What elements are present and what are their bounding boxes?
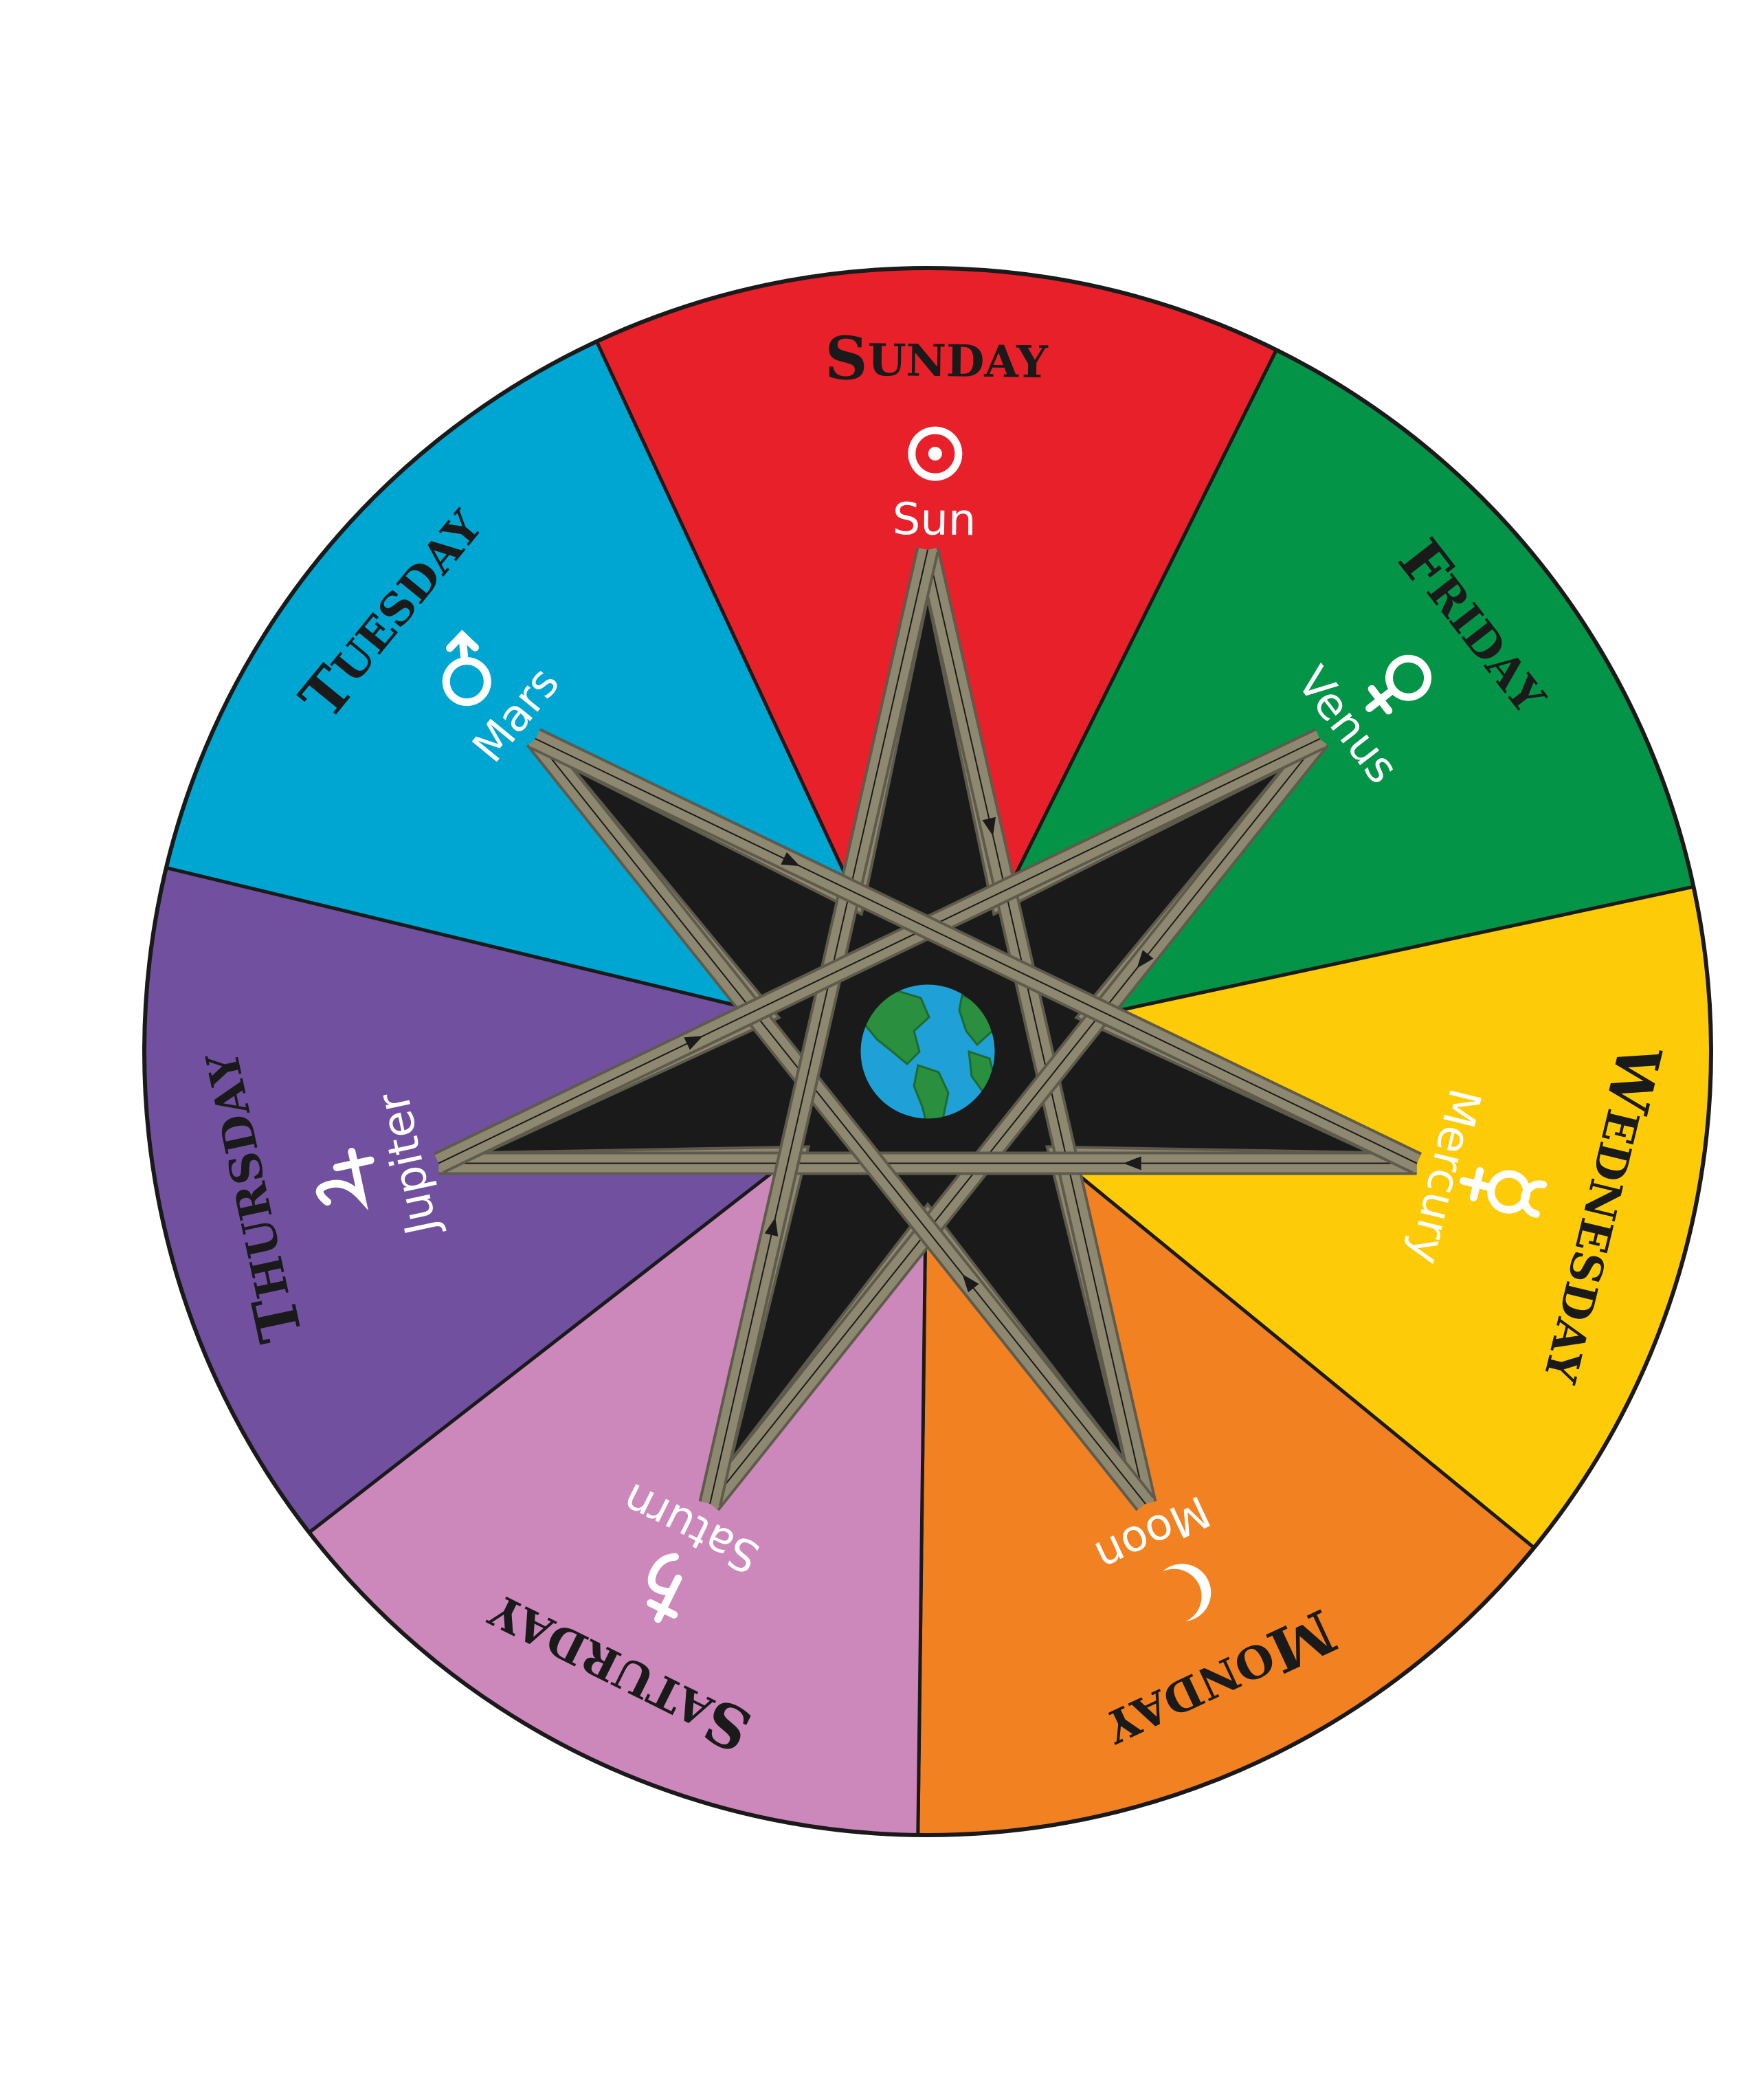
arrowhead	[982, 817, 996, 836]
arrowhead	[764, 1217, 779, 1236]
mercury-symbol-icon	[1460, 1166, 1548, 1218]
star-band-arrow-line	[535, 738, 1146, 1505]
venus-symbol-icon	[1365, 654, 1432, 715]
arrowhead	[962, 1274, 979, 1293]
sun-symbol-icon	[908, 426, 963, 481]
moon-symbol-icon	[1162, 1564, 1212, 1621]
earth-globe-icon	[856, 980, 999, 1123]
day-label-sunday: SUNDAY	[825, 324, 1049, 396]
arrowhead	[1137, 950, 1154, 968]
star-band-arrow-line	[535, 737, 1418, 1164]
jupiter-symbol-icon	[315, 1148, 375, 1211]
arrowhead	[781, 852, 800, 867]
star-band-arrow-line	[709, 738, 1321, 1505]
arrowhead	[684, 1036, 704, 1050]
mars-symbol-icon	[442, 630, 491, 707]
saturn-symbol-icon	[647, 1553, 682, 1623]
wheel-rim	[142, 266, 1713, 1837]
star-band-arrow-line	[438, 737, 1321, 1164]
planet-label-sunday: Sun	[892, 494, 976, 546]
arrowhead	[1123, 1156, 1141, 1170]
star-band-arrow-line	[709, 549, 928, 1504]
star-band-arrow-line	[927, 549, 1146, 1504]
